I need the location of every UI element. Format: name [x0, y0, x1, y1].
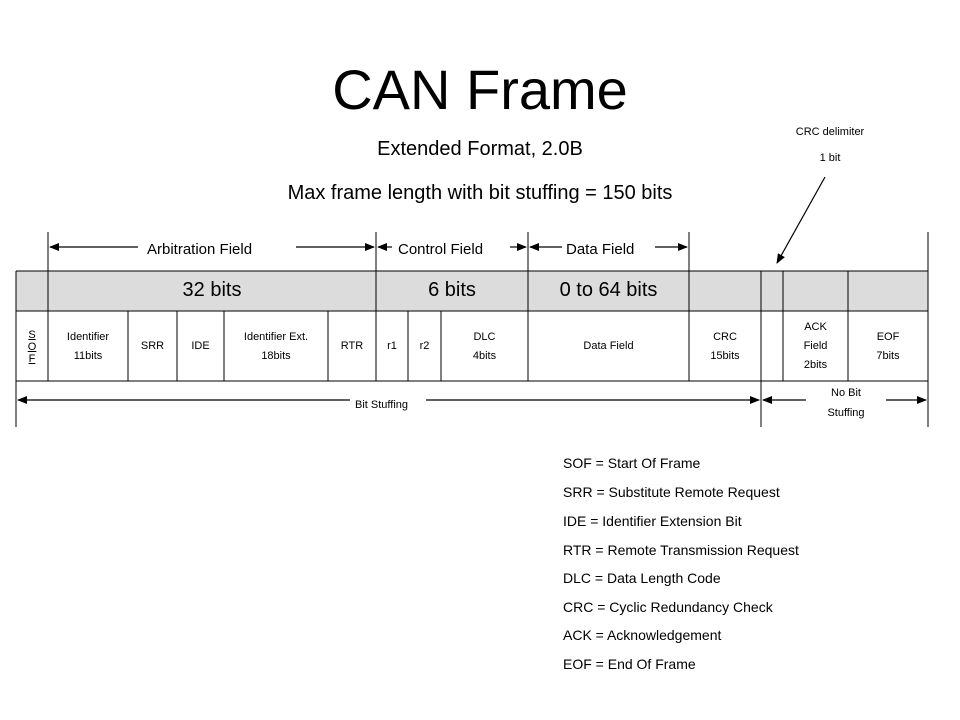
crc-delimiter-label: CRC delimiter [795, 126, 865, 138]
arbitration-bits: 32 bits [182, 279, 242, 301]
r1-cell: r1 [387, 340, 397, 352]
data-field-cell: Data Field [583, 340, 634, 352]
frame-vertical-lines [15, 232, 929, 427]
crc-delimiter-bits: 1 bit [819, 152, 841, 164]
bit-stuffing-label: Bit Stuffing [351, 397, 412, 413]
legend-item: CRC = Cyclic Redundancy Check [563, 599, 773, 615]
control-field-label: Control Field [395, 241, 487, 259]
bits-row-background [16, 271, 928, 311]
subtitle: Extended Format, 2.0B [377, 138, 583, 160]
crc-delimiter-pointer [776, 176, 826, 264]
page-title: CAN Frame [332, 58, 628, 121]
legend-item: ACK = Acknowledgement [563, 627, 722, 643]
frame-horizontal-lines [16, 270, 928, 382]
legend-item: SRR = Substitute Remote Request [563, 484, 780, 500]
rtr-cell: RTR [340, 340, 364, 352]
identifier-ext-cell: Identifier Ext.18bits [243, 330, 309, 362]
sof-cell: S O F [27, 328, 37, 365]
data-field-label: Data Field [563, 241, 638, 259]
legend-item: EOF = End Of Frame [563, 656, 696, 672]
max-frame-length: Max frame length with bit stuffing = 150… [287, 182, 673, 204]
ide-cell: IDE [191, 340, 210, 352]
r2-cell: r2 [419, 340, 430, 352]
field-span-arrows [17, 176, 927, 404]
arbitration-field-label: Arbitration Field [144, 241, 256, 259]
legend-item: IDE = Identifier Extension Bit [563, 513, 742, 529]
data-bits: 0 to 64 bits [559, 279, 658, 301]
legend-item: DLC = Data Length Code [563, 570, 721, 586]
srr-cell: SRR [140, 340, 165, 352]
legend-item: RTR = Remote Transmission Request [563, 542, 799, 558]
legend-item: SOF = Start Of Frame [563, 455, 701, 471]
no-bit-stuffing-label: No Bit Stuffing [806, 383, 886, 423]
control-bits: 6 bits [428, 279, 476, 301]
